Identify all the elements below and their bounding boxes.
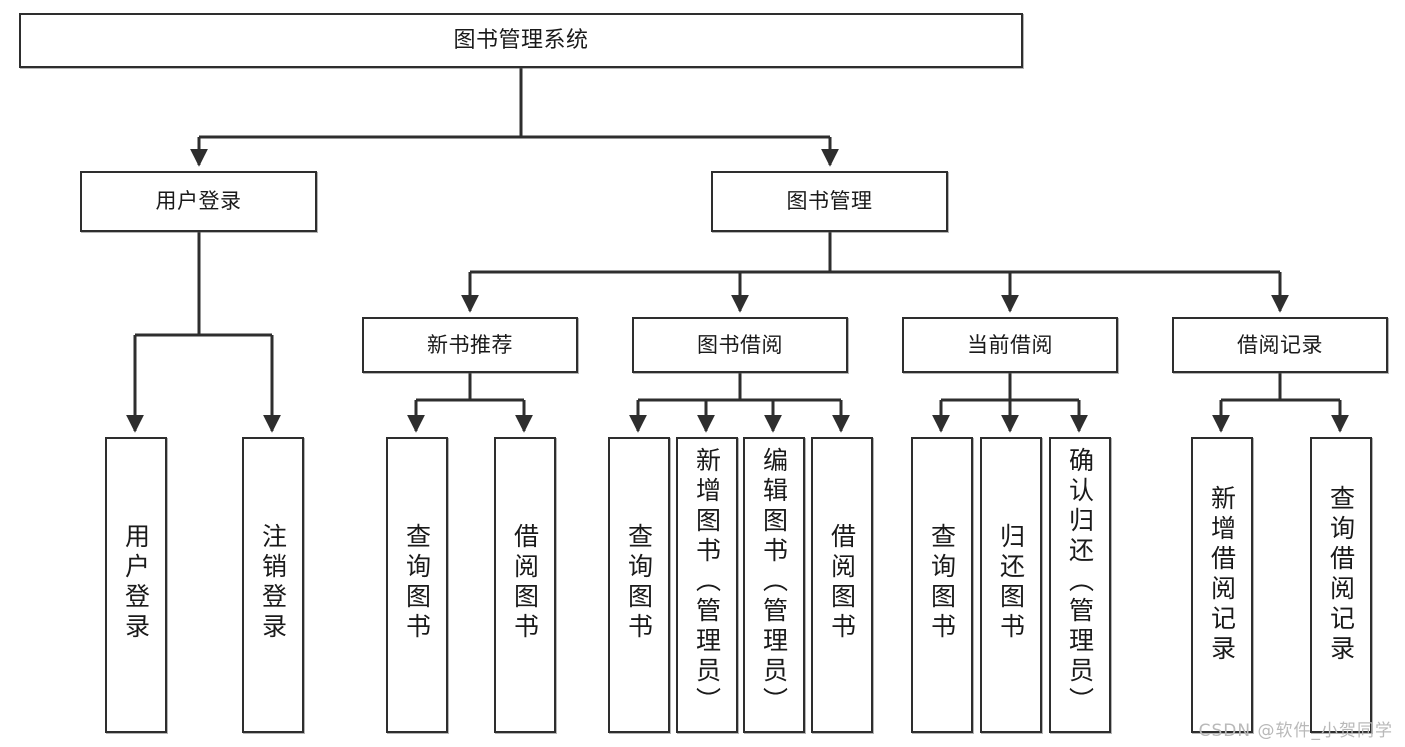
leaf-query-book-1-label: 查询图书 xyxy=(402,523,432,643)
leaf-user-logout-label: 注销登录 xyxy=(258,523,288,643)
leaf-confirm-return-label: 确认归还（管理员） xyxy=(1065,447,1095,717)
node-current-borrow-label: 当前借阅 xyxy=(967,332,1053,357)
node-book-manage[interactable]: 图书管理 xyxy=(711,171,948,232)
leaf-return-book[interactable]: 归还图书 xyxy=(980,437,1042,733)
leaf-query-book-2-label: 查询图书 xyxy=(624,523,654,643)
leaf-borrow-book-2[interactable]: 借阅图书 xyxy=(811,437,873,733)
node-book-manage-label: 图书管理 xyxy=(786,189,873,214)
node-new-book-recommend-label: 新书推荐 xyxy=(427,332,513,357)
node-new-book-recommend[interactable]: 新书推荐 xyxy=(362,317,578,373)
leaf-return-book-label: 归还图书 xyxy=(996,523,1026,643)
leaf-borrow-book-2-label: 借阅图书 xyxy=(827,523,857,643)
leaf-query-book-1[interactable]: 查询图书 xyxy=(386,437,448,733)
leaf-query-book-2[interactable]: 查询图书 xyxy=(608,437,670,733)
leaf-borrow-book-1[interactable]: 借阅图书 xyxy=(494,437,556,733)
leaf-query-book-3-label: 查询图书 xyxy=(927,523,957,643)
node-root[interactable]: 图书管理系统 xyxy=(19,13,1023,68)
leaf-add-borrow-record[interactable]: 新增借阅记录 xyxy=(1191,437,1253,733)
leaf-query-borrow-record-label: 查询借阅记录 xyxy=(1326,485,1356,665)
node-borrow-record-label: 借阅记录 xyxy=(1237,332,1323,357)
leaf-user-logout[interactable]: 注销登录 xyxy=(242,437,304,733)
leaf-user-login[interactable]: 用户登录 xyxy=(105,437,167,733)
node-current-borrow[interactable]: 当前借阅 xyxy=(902,317,1118,373)
leaf-query-book-3[interactable]: 查询图书 xyxy=(911,437,973,733)
leaf-add-book-label: 新增图书（管理员） xyxy=(692,447,722,717)
leaf-edit-book-label: 编辑图书（管理员） xyxy=(759,447,789,717)
node-book-borrow[interactable]: 图书借阅 xyxy=(632,317,848,373)
node-user-login[interactable]: 用户登录 xyxy=(80,171,317,232)
node-borrow-record[interactable]: 借阅记录 xyxy=(1172,317,1388,373)
csdn-watermark: CSDN @软件_小贺同学 xyxy=(1198,721,1393,741)
leaf-query-borrow-record[interactable]: 查询借阅记录 xyxy=(1310,437,1372,733)
leaf-confirm-return[interactable]: 确认归还（管理员） xyxy=(1049,437,1111,733)
leaf-borrow-book-1-label: 借阅图书 xyxy=(510,523,540,643)
leaf-user-login-label: 用户登录 xyxy=(121,523,151,643)
leaf-add-book[interactable]: 新增图书（管理员） xyxy=(676,437,738,733)
node-book-borrow-label: 图书借阅 xyxy=(697,332,783,357)
node-root-label: 图书管理系统 xyxy=(453,27,589,53)
leaf-add-borrow-record-label: 新增借阅记录 xyxy=(1207,485,1237,665)
node-user-login-label: 用户登录 xyxy=(155,189,242,214)
leaf-edit-book[interactable]: 编辑图书（管理员） xyxy=(743,437,805,733)
